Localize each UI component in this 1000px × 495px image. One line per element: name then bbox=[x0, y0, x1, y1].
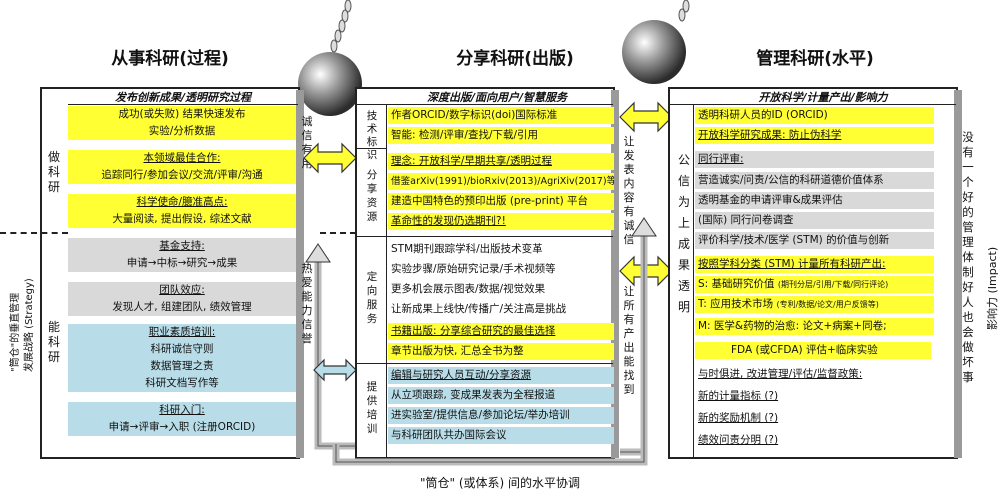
list-item: 实验/分析数据 bbox=[68, 123, 296, 140]
side-label-left-2: 发展战略 (Strategy) bbox=[24, 278, 35, 372]
section-label-targeted-service: 定向服务 bbox=[366, 271, 378, 325]
stm-t-label: T: 应用技术市场 bbox=[698, 298, 774, 310]
list-item: 章节出版为快, 汇总全书为整 bbox=[388, 343, 614, 360]
connector-text-left-bottom: 热爱能力信誉 bbox=[301, 262, 313, 345]
list-item: 透明科研人员的ID (ORCID) bbox=[695, 107, 934, 124]
list-item: 申请→评审→入职 (注册ORCID) bbox=[68, 419, 296, 436]
list-item: 进实验室/提供信息/参加论坛/举办培训 bbox=[388, 407, 614, 424]
double-arrow-icon bbox=[619, 101, 673, 133]
panel-middle-depth bbox=[611, 90, 619, 458]
bottom-loop-connector bbox=[332, 444, 648, 466]
panel-left-head: 发布创新成果/透明研究过程 bbox=[114, 91, 252, 104]
list-item: 作者ORCID/数字标识(doi)国际标准 bbox=[388, 107, 614, 124]
divider bbox=[357, 363, 613, 364]
side-label-right: 影响力 (Impact) bbox=[986, 246, 999, 330]
connector-text-mid-top: 让发表内容有诚信 bbox=[623, 135, 635, 246]
list-item: 追踪同行/参加会议/交流/评审/沟通 bbox=[68, 167, 296, 184]
list-item: (国际) 同行问卷调查 bbox=[695, 212, 934, 229]
connector-text-right-inner: 公信为上成果透明 bbox=[677, 153, 690, 314]
connector-text-mid-bottom: 让所有产出能找到 bbox=[623, 285, 635, 396]
list-item: FDA (或CFDA) 评估+临床实验 bbox=[695, 342, 931, 359]
connector-text-right-outer: 没有一个好的管理体制好人也会做坏事 bbox=[962, 130, 974, 384]
list-item: 更多机会展示图表/数据/视觉效果 bbox=[391, 283, 546, 295]
footer-caption: "筒仓" (或体系) 间的水平协调 bbox=[419, 476, 581, 490]
section-label-do-research: 做科研 bbox=[47, 150, 60, 194]
stm-s-label: S: 基础研究价值 bbox=[698, 278, 775, 290]
list-item: 申请→中标→研究→成果 bbox=[68, 255, 296, 272]
column-title-right: 管理科研(水平) bbox=[756, 49, 874, 69]
section-label-can-research: 能科研 bbox=[47, 320, 60, 364]
list-item: 团队效应: bbox=[68, 282, 296, 299]
column-title-middle: 分享科研(出版) bbox=[456, 49, 574, 69]
divider bbox=[357, 148, 387, 149]
section-label-training: 提供培训 bbox=[366, 381, 378, 435]
stm-t-detail: (专利/数据/论文/用户反馈等) bbox=[776, 300, 879, 309]
panel-left bbox=[40, 87, 300, 459]
list-item: 建造中国特色的预印出版 (pre-print) 平台 bbox=[388, 193, 614, 210]
return-arrow-icon bbox=[305, 243, 360, 450]
list-item: 按照学科分类 (STM) 计量所有科研产出: bbox=[695, 256, 934, 273]
list-item: 理念: 开放科学/早期共享/透明过程 bbox=[388, 153, 614, 170]
list-item: 营造诚实/问责/公信的科研道德价值体系 bbox=[695, 172, 934, 189]
list-item: 科研入门: bbox=[68, 402, 296, 419]
panel-right-depth bbox=[954, 90, 962, 458]
dashed-divider-left bbox=[0, 232, 68, 234]
list-item: M: 医学&药物的治愈: 论文+病案+同卷; bbox=[695, 318, 934, 335]
list-item: STM期刊跟踪学科/出版技术变革 bbox=[391, 243, 543, 255]
section-label-share-resources: 分享资源 bbox=[366, 169, 378, 223]
list-item: 评价科学/技术/医学 (STM) 的价值与创新 bbox=[695, 232, 934, 249]
list-item: 实验步骤/原始研究记录/手术视频等 bbox=[391, 263, 556, 275]
divider bbox=[693, 105, 694, 457]
side-label-left: "筒仓"的垂直管理 bbox=[10, 292, 21, 372]
list-item: 职业素质培训: bbox=[68, 324, 296, 341]
divider bbox=[357, 236, 613, 237]
list-item: 从立项跟踪, 变成果发表为全程报道 bbox=[388, 387, 614, 404]
panel-right-head: 开放科学/计量产出/影响力 bbox=[758, 91, 888, 104]
return-arrow-icon bbox=[620, 217, 657, 456]
dashed-divider-right bbox=[320, 232, 366, 234]
list-item: 智能: 检测/评审/查找/下载/引用 bbox=[388, 127, 614, 144]
list-item: 与科研团队共办国际会议 bbox=[388, 427, 614, 444]
list-item: 本领域最佳合作: bbox=[68, 150, 296, 167]
list-item: 成功(或失败) 结果快速发布 bbox=[68, 106, 296, 123]
list-item: T: 应用技术市场 (专利/数据/论文/用户反馈等) bbox=[695, 296, 934, 313]
list-item: 新的奖励机制 (?) bbox=[698, 412, 779, 424]
list-item: 书籍出版: 分享综合研究的最佳选择 bbox=[388, 323, 614, 340]
divider bbox=[68, 104, 298, 105]
list-item: 数据管理之责 bbox=[68, 358, 296, 375]
panel-right bbox=[668, 87, 958, 459]
panel-left-depth bbox=[296, 90, 304, 458]
panel-middle-head: 深度出版/面向用户/智慧服务 bbox=[426, 91, 568, 104]
divider bbox=[357, 104, 613, 105]
list-item: 科研文档写作等 bbox=[68, 375, 296, 392]
list-item: 借鉴arXiv(1991)/bioRxiv(2013)/AgriXiv(2017… bbox=[388, 173, 614, 190]
list-item: 与时俱进, 改进管理/评估/监督政策: bbox=[698, 368, 863, 380]
list-item: S: 基础研究价值 (期刊分层/引用/下载/同行评论) bbox=[695, 276, 934, 293]
list-item: 编辑与研究人员互动/分享资源 bbox=[388, 367, 614, 384]
double-arrow-icon bbox=[303, 142, 357, 174]
wrecking-ball-icon bbox=[298, 0, 362, 116]
list-item: 让新成果上线快/传播广/关注高是挑战 bbox=[391, 303, 567, 315]
section-label-tech-id: 技术标识 bbox=[366, 110, 378, 161]
wrecking-ball-icon bbox=[622, 0, 690, 84]
stm-s-detail: (期刊分层/引用/下载/同行评论) bbox=[777, 280, 889, 289]
list-item: 透明基金的申请评审&成果评估 bbox=[695, 192, 934, 209]
connector-text-left-top: 诚信有用 bbox=[301, 115, 313, 170]
list-item: 新的计量指标 (?) bbox=[698, 390, 779, 402]
double-arrow-icon bbox=[313, 358, 357, 382]
list-item: 基金支持: bbox=[68, 238, 296, 255]
list-item: 科学使命/臆准高点: bbox=[68, 194, 296, 211]
list-item: 开放科学研究成果: 防止伪科学 bbox=[695, 127, 934, 144]
list-item: 同行评审: bbox=[695, 151, 934, 168]
divider bbox=[386, 105, 387, 457]
list-item: 大量阅读, 提出假设, 综述文献 bbox=[68, 211, 296, 228]
list-item: 发现人才, 组建团队, 绩效管理 bbox=[68, 299, 296, 316]
column-title-left: 从事科研(过程) bbox=[111, 49, 229, 69]
divider bbox=[670, 104, 956, 105]
list-item: 科研诚信守则 bbox=[68, 341, 296, 358]
list-item: 绩效问责分明 (?) bbox=[698, 434, 779, 446]
list-item: 革命性的发现仍选期刊?! bbox=[388, 213, 614, 230]
